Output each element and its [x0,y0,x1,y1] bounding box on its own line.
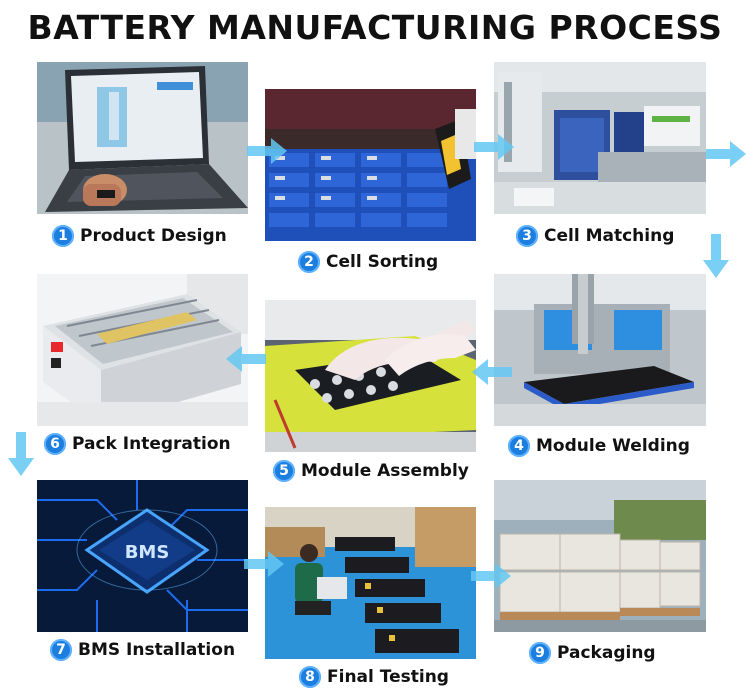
step-label-text: Cell Matching [544,226,675,246]
svg-text:BMS: BMS [125,542,170,563]
final-testing-photo [265,507,476,659]
step-label-text: BMS Installation [78,640,236,660]
step-number-badge: 7 [50,639,72,661]
arrow-right-icon [244,551,284,577]
step-1-label: 1 Product Design [52,225,227,247]
step-label-text: Module Assembly [301,461,469,481]
step-label-text: Final Testing [327,667,449,687]
step-number-badge: 6 [44,433,66,455]
arrow-right-icon [471,563,511,589]
arrow-right-icon [247,138,287,164]
arrow-down-icon [703,234,729,278]
arrow-left-icon [226,346,266,372]
cell-matching-photo [494,62,706,214]
step-number-badge: 8 [299,666,321,688]
step-number-badge: 2 [298,251,320,273]
step-label-text: Product Design [80,226,227,246]
arrow-down-icon [8,432,34,476]
step-2-label: 2 Cell Sorting [298,251,438,273]
packaging-photo [494,480,706,632]
pack-integration-photo [37,274,248,426]
page-title: BATTERY MANUFACTURING PROCESS [27,8,723,47]
step-label-text: Packaging [557,643,656,663]
step-7-label: 7 BMS Installation [50,639,235,661]
step-5-label: 5 Module Assembly [273,460,469,482]
step-number-badge: 3 [516,225,538,247]
product-design-photo [37,62,248,214]
step-number-badge: 1 [52,225,74,247]
step-label-text: Pack Integration [72,434,231,454]
arrow-right-icon [706,141,746,167]
step-number-badge: 4 [508,435,530,457]
step-6-label: 6 Pack Integration [44,433,231,455]
module-welding-photo [494,274,706,426]
arrow-left-icon [472,359,512,385]
module-assembly-photo [265,300,476,452]
step-label-text: Module Welding [536,436,690,456]
step-label-text: Cell Sorting [326,252,439,272]
step-number-badge: 9 [529,642,551,664]
cell-sorting-photo [265,89,476,241]
arrow-right-icon [474,134,514,160]
step-3-label: 3 Cell Matching [516,225,674,247]
step-8-label: 8 Final Testing [299,666,449,688]
step-9-label: 9 Packaging [529,642,656,664]
bms-installation-photo: BMS [37,480,248,632]
step-number-badge: 5 [273,460,295,482]
step-4-label: 4 Module Welding [508,435,690,457]
